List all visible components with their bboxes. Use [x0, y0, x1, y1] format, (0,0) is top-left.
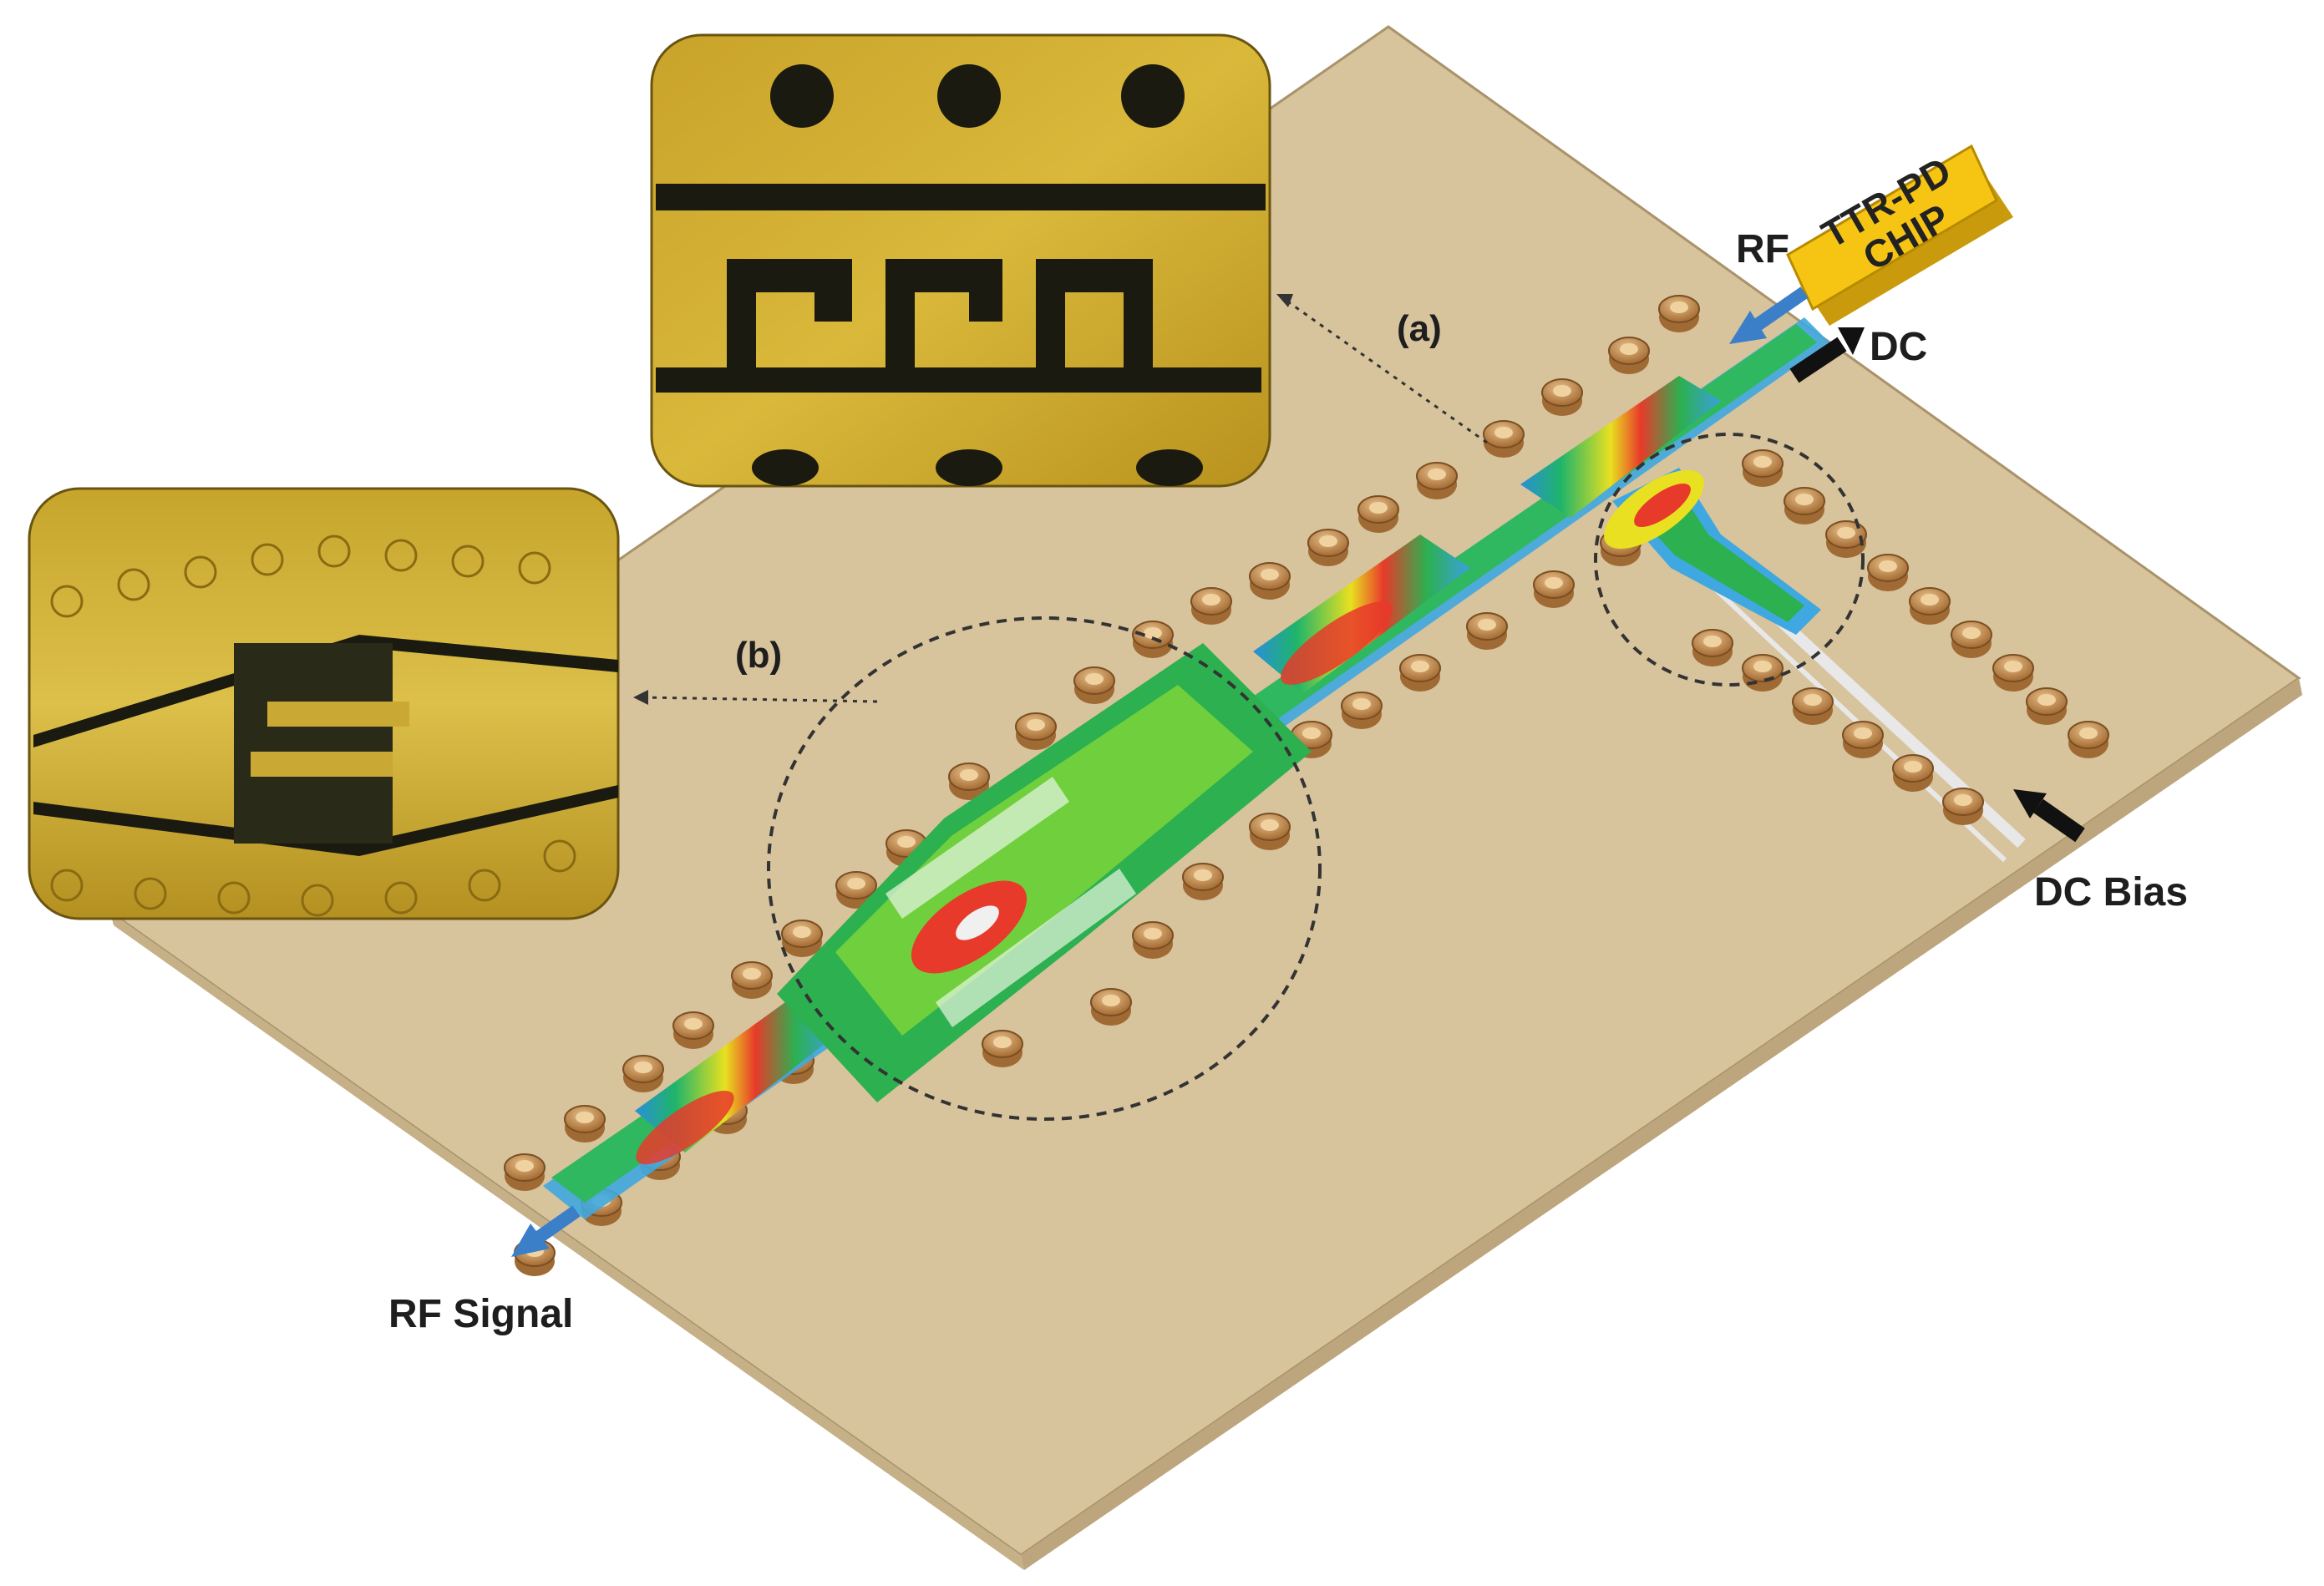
via [1483, 420, 1525, 458]
via [622, 1055, 664, 1092]
via [1867, 554, 1909, 591]
via [672, 1011, 714, 1049]
via [1190, 587, 1232, 625]
via [1742, 654, 1784, 692]
via [982, 1030, 1023, 1067]
via [504, 1153, 545, 1191]
via [1249, 813, 1291, 850]
inset-b-label: (b) [735, 635, 783, 676]
via [1182, 863, 1224, 900]
leader-arrowhead-b [633, 690, 648, 705]
rf-signal-label: RF Signal [388, 1292, 574, 1336]
via [1541, 378, 1583, 416]
via [1416, 462, 1458, 499]
dc-top-label: DC [1870, 325, 1928, 369]
region-circle-a [1594, 433, 1865, 687]
via [1992, 654, 2034, 692]
via [1341, 692, 1383, 729]
via [1892, 754, 1934, 792]
via [1784, 487, 1825, 524]
dc-bias-arrow-icon [2013, 789, 2085, 843]
inset-a-label: (a) [1397, 308, 1442, 349]
rf-top-label: RF [1736, 227, 1789, 271]
inset-photo-a [650, 33, 1271, 488]
leader-arrowhead-a [1276, 294, 1293, 307]
via [2026, 687, 2068, 725]
via [1249, 562, 1291, 600]
substrate-edge-left [110, 912, 1024, 1570]
via [1909, 587, 1951, 625]
via [1742, 449, 1784, 487]
via [1825, 520, 1867, 558]
via [1090, 988, 1132, 1026]
via [1842, 721, 1884, 758]
via [1307, 529, 1349, 566]
via [1132, 921, 1174, 959]
via [1951, 621, 1992, 658]
rf-input-arrow-icon [1729, 286, 1809, 344]
via [1942, 788, 1984, 825]
via [1357, 495, 1399, 533]
ttr-pd-chip [1786, 144, 2013, 326]
region-circle-b [767, 616, 1322, 1121]
via [1608, 337, 1650, 374]
via [1658, 295, 1700, 332]
via [1692, 629, 1733, 666]
via [781, 920, 823, 957]
substrate-edge [1021, 678, 2302, 1570]
field-heatmap [543, 317, 1829, 1219]
via [1073, 666, 1115, 704]
via [564, 1105, 606, 1143]
via [1533, 570, 1575, 608]
via [948, 763, 990, 800]
dc-input-arrow-icon [1789, 327, 1865, 383]
leader-line-a [1286, 299, 1488, 444]
inset-photo-b [28, 487, 620, 920]
rf-output-arrow-icon [511, 1205, 581, 1257]
via [731, 961, 773, 999]
via [1792, 687, 1834, 725]
via [1399, 654, 1441, 692]
via [1015, 712, 1057, 750]
dc-bias-label: DC Bias [2034, 870, 2189, 915]
via [2068, 721, 2109, 758]
via [1466, 612, 1508, 650]
